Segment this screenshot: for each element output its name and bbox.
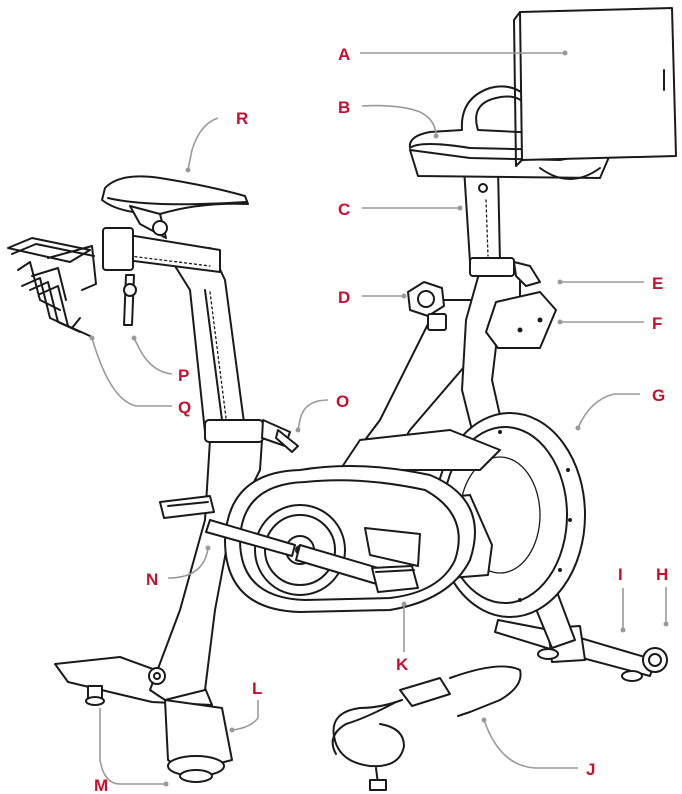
touchscreen [513,7,677,167]
label-k: K [396,655,409,674]
label-p: P [178,366,189,385]
label-i: I [618,565,623,584]
label-h: H [656,565,668,584]
seat-post [169,247,299,453]
weight-holder [7,237,97,337]
resistance-knob [407,281,447,331]
label-o: O [336,392,349,411]
part-labels: A B C D E F G H I J K L M N O P Q R [94,45,668,794]
label-l: L [252,679,262,698]
seat-rail [102,227,221,326]
label-g: G [652,386,665,405]
label-e: E [652,274,663,293]
label-q: Q [178,398,191,417]
label-f: F [652,314,662,333]
handlebar-stem [463,167,541,287]
label-n: N [146,570,158,589]
label-b: B [338,98,350,117]
bottle-holders [485,291,557,349]
power-adapter [331,665,522,791]
crank-and-pedals [159,495,419,593]
bike-illustration [7,7,677,791]
label-c: C [338,200,350,219]
label-j: J [586,760,595,779]
label-m: M [94,776,108,794]
label-d: D [338,288,350,307]
leader-lines [89,50,669,787]
saddle [101,175,249,239]
label-r: R [236,109,248,128]
label-a: A [338,45,350,64]
